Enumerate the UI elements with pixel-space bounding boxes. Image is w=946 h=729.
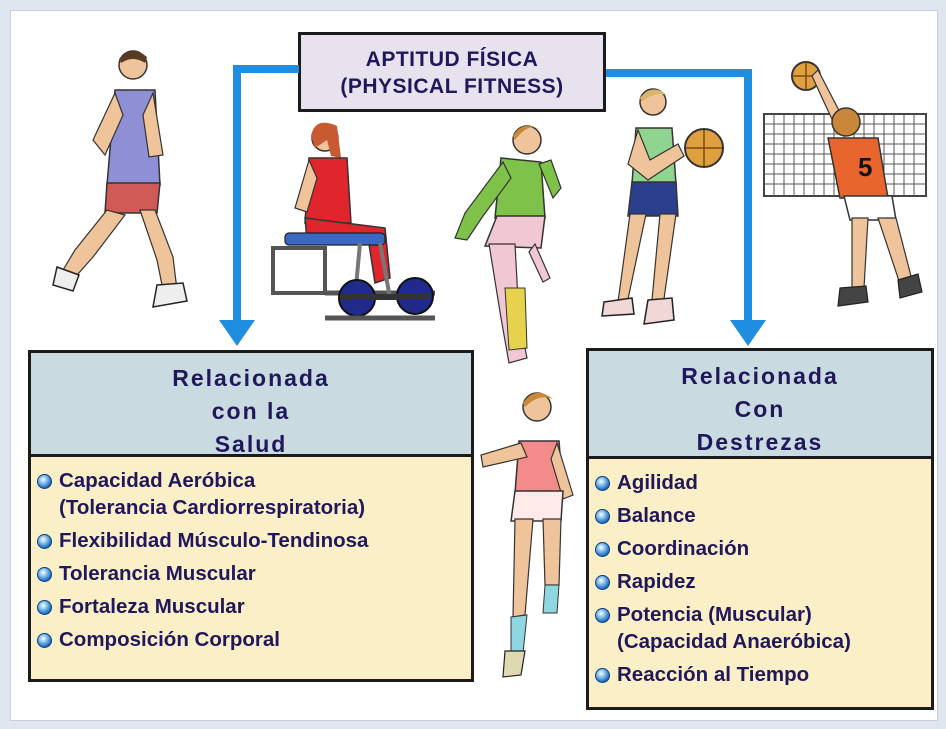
health-heading-line-3: Salud bbox=[214, 431, 288, 457]
arrow-left-horizontal bbox=[233, 65, 299, 73]
title-line-2: (PHYSICAL FITNESS) bbox=[340, 75, 564, 98]
basketball-player-illustration bbox=[601, 88, 724, 325]
stepping-woman-illustration bbox=[480, 392, 574, 678]
skill-heading-line-3: Destrezas bbox=[696, 429, 824, 455]
title-line-1: APTITUD FÍSICA bbox=[365, 48, 539, 71]
list-item: Balance bbox=[595, 502, 931, 529]
skill-components-list: Agilidad Balance Coordinación Rapidez Po… bbox=[589, 459, 931, 688]
arrow-right-head bbox=[730, 320, 766, 346]
volleyball-player-illustration: 5 bbox=[763, 61, 927, 307]
skill-related-panel: Relacionada Con Destrezas Agilidad Balan… bbox=[586, 348, 934, 710]
bullet-icon bbox=[37, 474, 52, 489]
title-box: APTITUD FÍSICA (PHYSICAL FITNESS) bbox=[298, 32, 606, 112]
list-item: Composición Corporal bbox=[37, 626, 471, 653]
stretching-woman-illustration bbox=[454, 125, 562, 364]
arrow-left-vertical bbox=[233, 65, 241, 323]
list-item: Potencia (Muscular)(Capacidad Anaeróbica… bbox=[595, 601, 931, 655]
list-item: Capacidad Aeróbica(Tolerancia Cardiorres… bbox=[37, 467, 471, 521]
arrow-right-vertical bbox=[744, 69, 752, 323]
health-related-panel: Relacionada con la Salud Capacidad Aerób… bbox=[28, 350, 474, 682]
bullet-icon bbox=[37, 633, 52, 648]
skill-heading-line-1: Relacionada bbox=[681, 363, 839, 389]
bullet-icon bbox=[37, 534, 52, 549]
list-item: Fortaleza Muscular bbox=[37, 593, 471, 620]
health-heading-line-2: con la bbox=[211, 398, 291, 424]
bullet-icon bbox=[37, 600, 52, 615]
weight-lifter-illustration bbox=[271, 122, 435, 321]
list-item: Agilidad bbox=[595, 469, 931, 496]
bullet-icon bbox=[595, 575, 610, 590]
jersey-number: 5 bbox=[858, 152, 872, 182]
bullet-icon bbox=[37, 567, 52, 582]
list-item: Tolerancia Muscular bbox=[37, 560, 471, 587]
list-item: Flexibilidad Músculo-Tendinosa bbox=[37, 527, 471, 554]
bullet-icon bbox=[595, 608, 610, 623]
arrow-right-horizontal bbox=[606, 69, 752, 77]
health-components-list: Capacidad Aeróbica(Tolerancia Cardiorres… bbox=[31, 457, 471, 653]
bullet-icon bbox=[595, 476, 610, 491]
skill-panel-heading: Relacionada Con Destrezas bbox=[589, 351, 931, 459]
bullet-icon bbox=[595, 542, 610, 557]
list-item: Reacción al Tiempo bbox=[595, 661, 931, 688]
list-item: Coordinación bbox=[595, 535, 931, 562]
list-item: Rapidez bbox=[595, 568, 931, 595]
bullet-icon bbox=[595, 509, 610, 524]
health-panel-heading: Relacionada con la Salud bbox=[31, 353, 471, 457]
health-heading-line-1: Relacionada bbox=[172, 365, 330, 391]
bullet-icon bbox=[595, 668, 610, 683]
runner-illustration bbox=[52, 50, 188, 308]
arrow-left-head bbox=[219, 320, 255, 346]
skill-heading-line-2: Con bbox=[734, 396, 786, 422]
